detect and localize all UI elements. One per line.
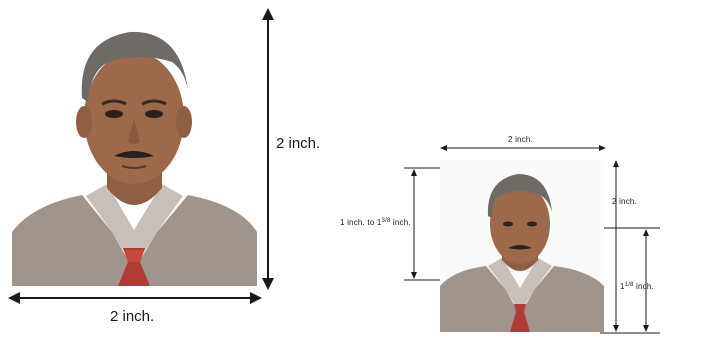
head-height-label: 1 inch. to 13/8 inch. <box>340 218 411 227</box>
eye-height-label-tail: inch. <box>633 282 654 291</box>
left-eye-small <box>503 221 513 227</box>
eye-height-arrow <box>643 229 649 332</box>
hair <box>81 31 188 102</box>
right-height-arrow <box>613 160 619 332</box>
right-height-label: 2 inch. <box>612 197 637 206</box>
right-eye <box>145 110 163 118</box>
portrait-large-svg <box>12 31 257 286</box>
tie-knot <box>124 250 144 262</box>
suit-shape <box>12 195 257 286</box>
head-height-label-main: 1 inch. to 1 <box>340 218 382 227</box>
eye-height-label-sup: 1/8 <box>624 282 634 288</box>
right-ear <box>176 106 192 138</box>
eye-height-label: 11/8 inch. <box>620 282 654 291</box>
hair-small <box>487 174 552 218</box>
head-height-label-tail: inch. <box>390 218 411 227</box>
right-brow <box>141 99 167 106</box>
left-width-arrow <box>8 292 262 304</box>
right-width-arrow <box>440 145 606 151</box>
right-eye-small <box>527 221 537 227</box>
tie-small <box>510 304 530 332</box>
moustache-small <box>508 245 532 250</box>
left-ear <box>76 106 92 138</box>
shirt-collar-small <box>488 258 552 314</box>
portrait-small-svg <box>440 174 604 332</box>
suit-shape-small <box>440 266 604 332</box>
head-height-label-sup: 3/8 <box>381 218 391 224</box>
face-small <box>490 184 550 264</box>
left-width-label: 2 inch. <box>110 308 155 325</box>
head-height-arrow <box>411 169 417 279</box>
tie <box>118 248 150 286</box>
nose <box>128 118 140 144</box>
left-height-label: 2 inch. <box>276 135 321 152</box>
left-brow <box>101 99 127 106</box>
mouth <box>121 165 147 169</box>
left-height-arrow <box>262 8 274 290</box>
right-width-label: 2 inch. <box>508 135 533 144</box>
shirt-collar <box>86 184 183 268</box>
portrait-photo-small <box>440 160 604 332</box>
left-eye <box>105 110 123 118</box>
moustache <box>114 151 154 158</box>
portrait-photo-large <box>12 0 257 286</box>
eye-height-label-main: 1 <box>620 282 625 291</box>
